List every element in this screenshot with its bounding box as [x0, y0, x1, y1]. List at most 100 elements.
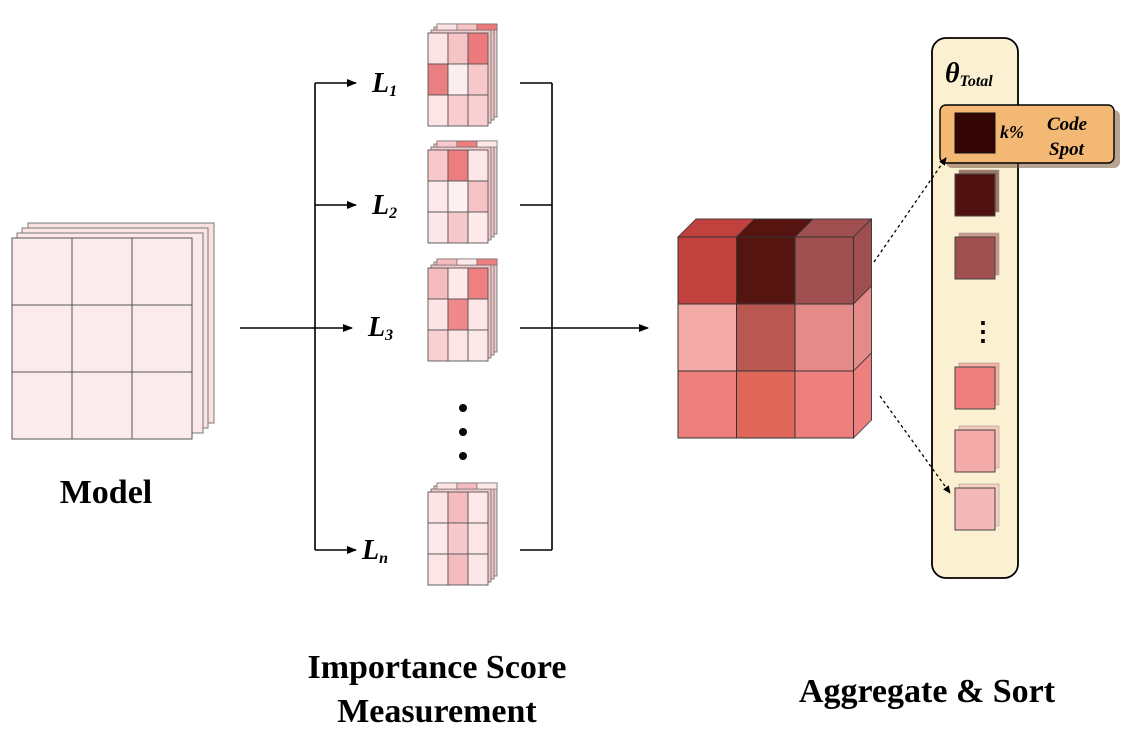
loss-grid-cell: [447, 180, 469, 213]
model-cell: [71, 237, 133, 306]
model-layer-front: [11, 237, 193, 440]
loss-grid-cell: [447, 32, 469, 65]
loss-grid-cell: [467, 149, 489, 182]
loss-label-2: L2: [371, 190, 397, 222]
loss-grid-cell: [427, 522, 449, 555]
loss-grid-top-strip: [476, 140, 498, 148]
loss-label-n: Ln: [361, 535, 388, 567]
loss-grid-cell: [467, 553, 489, 586]
sorted-score-bars: [954, 169, 1000, 531]
model-cell: [131, 237, 193, 306]
model-caption: Model: [60, 474, 153, 511]
loss-grid-1: [427, 23, 498, 127]
loss-grid-cell: [467, 267, 489, 300]
svg-text:L3: L3: [367, 312, 393, 344]
importance-caption-line2: Measurement: [337, 693, 537, 730]
model-stack: [11, 222, 215, 440]
vertical-ellipsis-dots: [459, 404, 467, 460]
loss-grid-cell: [467, 522, 489, 555]
loss-grid-cell: [447, 63, 469, 96]
loss-grid-cell: [447, 94, 469, 127]
code-label: Code: [1047, 114, 1088, 135]
loss-grid-top-strip: [456, 482, 478, 490]
loss-grid-top-strip: [436, 482, 458, 490]
model-cell: [131, 304, 193, 373]
loss-grid-cell: [427, 180, 449, 213]
loss-grid-cell: [447, 329, 469, 362]
loss-grid-cell: [467, 63, 489, 96]
model-cell: [131, 371, 193, 440]
loss-grid-cell: [447, 522, 469, 555]
loss-grid-cell: [427, 298, 449, 331]
code-spot-top-cell: [954, 112, 996, 154]
loss-grid-cell: [467, 180, 489, 213]
model-cell: [71, 371, 133, 440]
loss-grid-cell: [447, 211, 469, 244]
loss-grid-top-strip: [436, 23, 458, 31]
loss-grid-cell: [467, 329, 489, 362]
k-percent-label: k%: [1000, 122, 1024, 142]
loss-grid-cell: [427, 491, 449, 524]
loss-grid-top-strip: [436, 140, 458, 148]
sorted-bar: [954, 366, 996, 410]
code-spot-box: k% Code Spot: [939, 104, 1120, 168]
panel-ellipsis: ⋮: [970, 317, 996, 346]
loss-grid-cell: [427, 63, 449, 96]
loss-grid-top-strip: [456, 140, 478, 148]
loss-grid-top-strip: [456, 23, 478, 31]
aggregate-cell: [736, 370, 796, 439]
dashed-arrows: [873, 157, 951, 494]
model-cell: [71, 304, 133, 373]
aggregate-cell: [794, 303, 854, 372]
svg-text:L1: L1: [371, 68, 397, 100]
sorted-bar: [954, 429, 996, 473]
loss-grid-cell: [467, 211, 489, 244]
loss-grid-cell: [467, 491, 489, 524]
aggregate-cell: [794, 236, 854, 305]
loss-grid-cell: [427, 94, 449, 127]
loss-grid-2: [427, 140, 498, 244]
aggregate-cell: [736, 236, 796, 305]
branch-bracket: [314, 79, 357, 554]
loss-label-3: L3: [367, 312, 393, 344]
loss-grid-cell: [427, 211, 449, 244]
loss-grid-cell: [447, 149, 469, 182]
loss-grid-cell: [467, 94, 489, 127]
svg-text:Ln: Ln: [361, 535, 388, 567]
loss-grid-cell: [467, 298, 489, 331]
aggregate-cell: [677, 303, 737, 372]
loss-grid-4: [427, 482, 498, 586]
loss-grid-cell: [447, 553, 469, 586]
loss-label-1: L1: [371, 68, 397, 100]
loss-grid-cell: [447, 491, 469, 524]
loss-importance-grids: [427, 23, 498, 586]
loss-grid-cell: [447, 267, 469, 300]
aggregate-cell: [794, 370, 854, 439]
loss-grid-cell: [427, 267, 449, 300]
spot-label: Spot: [1049, 139, 1085, 160]
aggregate-cell: [736, 303, 796, 372]
loss-grid-cell: [427, 553, 449, 586]
sorted-bar: [954, 236, 996, 280]
aggregate-caption: Aggregate & Sort: [799, 673, 1056, 710]
importance-caption-line1: Importance Score: [307, 649, 566, 686]
loss-grid-top-strip: [476, 258, 498, 266]
model-cell: [11, 237, 73, 306]
model-cell: [11, 371, 73, 440]
loss-grid-top-strip: [456, 258, 478, 266]
loss-grid-cell: [427, 149, 449, 182]
sorted-bar: [954, 487, 996, 531]
aggregate-cube: [677, 218, 873, 439]
theta-total-label: θTotal: [945, 58, 993, 90]
aggregate-cell: [677, 236, 737, 305]
svg-text:L2: L2: [371, 190, 397, 222]
loss-grid-cell: [467, 32, 489, 65]
model-cell: [11, 304, 73, 373]
loss-grid-cell: [447, 298, 469, 331]
loss-grid-top-strip: [476, 482, 498, 490]
sorted-bar: [954, 173, 996, 217]
loss-grid-cell: [427, 329, 449, 362]
merge-bracket: [520, 82, 553, 551]
loss-grid-3: [427, 258, 498, 362]
